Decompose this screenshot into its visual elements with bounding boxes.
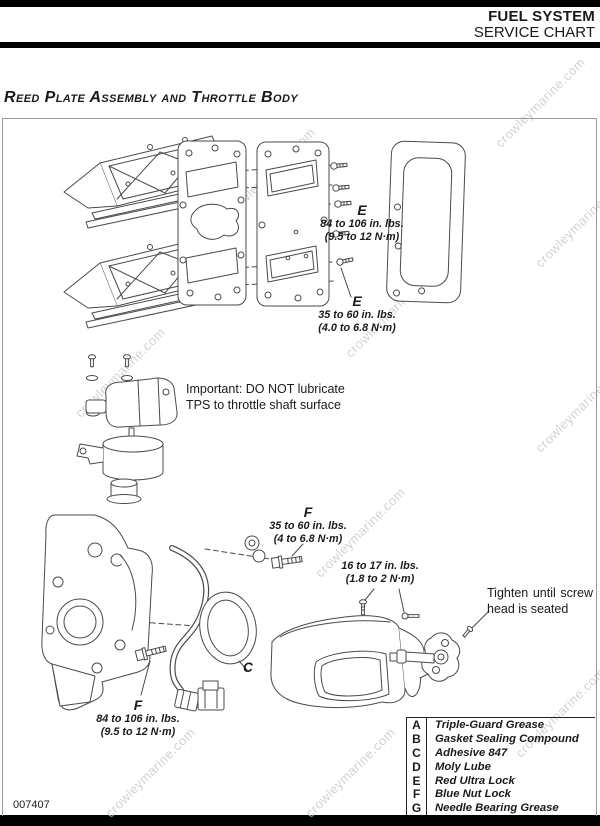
torque-callout-e1: E 84 to 106 in. lbs. (9.5 to 12 N·m) — [303, 203, 421, 243]
torque-code: E — [357, 202, 367, 218]
legend-code: E — [407, 774, 427, 788]
legend-row: F Blue Nut Lock — [407, 787, 595, 801]
torque-code: E — [352, 293, 362, 309]
legend-code: D — [407, 760, 427, 774]
torque-code: F — [133, 697, 143, 713]
tps-sensor — [85, 377, 178, 428]
torque-callout-e2: E 35 to 60 in. lbs. (4.0 to 6.8 N·m) — [299, 294, 415, 334]
legend-label: Needle Bearing Grease — [435, 802, 559, 815]
bolt-f2 — [134, 645, 167, 662]
bolt-f1 — [270, 555, 303, 569]
flanged-fitting — [389, 632, 461, 682]
torque-code: F — [303, 504, 313, 520]
legend-table: A Triple-Guard Grease B Gasket Sealing C… — [406, 717, 595, 815]
figure-number: 007407 — [13, 799, 50, 811]
header-rule — [0, 42, 600, 48]
shaft-bushing — [106, 478, 142, 504]
tighten-note: Tighten until screw head is seated — [487, 586, 593, 616]
reed-plate — [256, 141, 330, 307]
legend-label: Gasket Sealing Compound — [435, 732, 579, 745]
silencer-screws — [359, 599, 420, 620]
o-ring-seal — [199, 591, 257, 665]
diagram-border — [2, 118, 597, 816]
tighten-screw — [462, 626, 474, 638]
legend-label: Red Ultra Lock — [435, 774, 515, 787]
torque-callout-f1: F 35 to 60 in. lbs. (4 to 6.8 N·m) — [250, 505, 366, 545]
legend-code: C — [407, 746, 427, 760]
tps-warning-note: Important: DO NOT lubricate TPS to throt… — [186, 382, 345, 412]
bottom-rule — [0, 815, 600, 826]
legend-row: G Needle Bearing Grease — [407, 801, 595, 815]
legend-label: Blue Nut Lock — [435, 788, 511, 801]
t1-leader-line-1 — [364, 588, 375, 601]
e2-leader-line — [340, 267, 352, 298]
throttle-body — [41, 514, 153, 711]
throttle-linkage — [244, 535, 266, 563]
throttle-shaft-assembly — [76, 427, 164, 481]
legend-label: Triple-Guard Grease — [435, 718, 545, 731]
header-subtitle: SERVICE CHART — [473, 24, 595, 41]
torque-callout-16-17: 16 to 17 in. lbs. (1.8 to 2 N·m) — [341, 560, 419, 585]
legend-code: B — [407, 732, 427, 746]
c-leader-line — [238, 660, 248, 671]
top-rule — [0, 0, 600, 7]
legend-label: Moly Lube — [435, 760, 491, 773]
t1-leader-line-2 — [398, 588, 405, 613]
tighten-leader-line — [471, 610, 490, 629]
legend-code: A — [407, 718, 427, 732]
part-label-c: C — [243, 660, 253, 675]
legend-row: A Triple-Guard Grease — [407, 718, 595, 732]
legend-code: F — [407, 787, 427, 801]
legend-code: G — [407, 801, 427, 815]
legend-row: B Gasket Sealing Compound — [407, 732, 595, 746]
header-title: FUEL SYSTEM — [488, 8, 595, 25]
page-header: FUEL SYSTEM SERVICE CHART — [474, 9, 595, 41]
f2-leader-line — [140, 660, 151, 696]
reed-plate-gasket — [177, 140, 247, 306]
legend-row: D Moly Lube — [407, 760, 595, 774]
outer-gasket — [386, 140, 466, 304]
throttle-cable — [169, 545, 225, 712]
legend-row: E Red Ultra Lock — [407, 774, 595, 788]
f1-leader-line — [291, 543, 304, 557]
section-title: Reed Plate Assembly and Throttle Body — [4, 89, 299, 106]
legend-label: Adhesive 847 — [435, 746, 508, 759]
legend-row: C Adhesive 847 — [407, 746, 595, 760]
reed-plate-screws — [330, 162, 354, 266]
torque-callout-f2: F 84 to 106 in. lbs. (9.5 to 12 N·m) — [82, 698, 194, 738]
